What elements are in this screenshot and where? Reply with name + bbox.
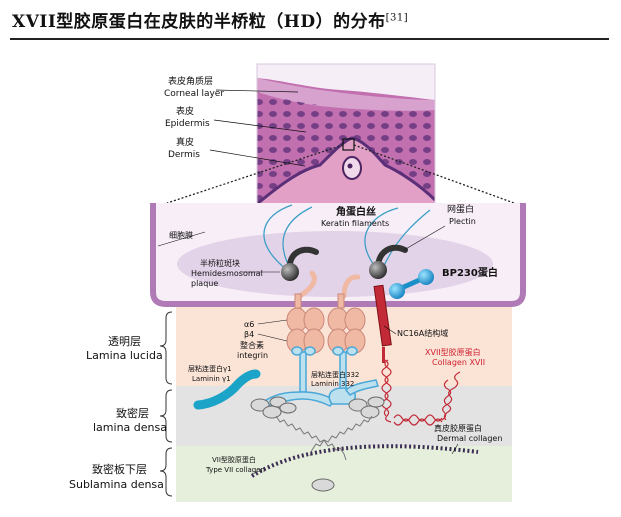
- laminin332-label-en: Laminin 332: [311, 380, 354, 388]
- epidermis-leader: [213, 119, 307, 133]
- dermis-label-zh: 真皮: [176, 136, 194, 148]
- densa-label-zh: 致密层: [116, 406, 149, 420]
- histology-labels: 表皮角质层 Corneal layer 表皮 Epidermis 真皮 Derm…: [164, 75, 307, 167]
- integrin-left: [286, 293, 325, 354]
- nc16a-leader: [383, 325, 397, 335]
- laminin-gamma1: [193, 369, 261, 410]
- col7-label-en: Type VII collagen: [205, 466, 265, 474]
- cell-labels: 细胞膜 角蛋白丝 Keratin filaments 网蛋白 Plectin 半…: [157, 203, 498, 288]
- bp230-label: BP230蛋白: [442, 266, 498, 279]
- layer-labels: 透明层 Lamina lucida 致密层 lamina densa 致密板下层…: [69, 335, 167, 491]
- dermis-label-en: Dermis: [168, 150, 200, 160]
- keratin-filaments: [263, 204, 431, 271]
- plectin-label-zh: 网蛋白: [447, 203, 474, 215]
- citation: [31]: [385, 12, 409, 24]
- type-vii-strands: [275, 415, 373, 461]
- laminin-g1-label-zh: 层粘连蛋白γ1: [188, 364, 232, 373]
- hd-plaque-label-zh: 半桥粒斑块: [200, 258, 240, 268]
- corneal-label-en: Corneal layer: [164, 89, 224, 99]
- plectin-leader: [403, 225, 446, 251]
- zoom-line-right: [353, 144, 515, 204]
- sublamina-label-en: Sublamina densa: [69, 478, 164, 491]
- title-text: XVII型胶原蛋白在皮肤的半桥粒（HD）的分布: [12, 12, 386, 32]
- hd-plaque-label-en-1: Hemidesmosomal: [191, 269, 263, 278]
- integrin-leader-a: [257, 319, 288, 325]
- sublamina-label-zh: 致密板下层: [92, 462, 147, 476]
- magnifier-box-icon: [342, 138, 355, 151]
- corneal-label-zh: 表皮角质层: [168, 75, 213, 87]
- epidermis-label-zh: 表皮: [176, 105, 194, 117]
- collagen-xvii-helix: [381, 359, 461, 426]
- bp230-protein: [389, 269, 434, 299]
- dermal-collagen-label-en: Dermal collagen: [437, 434, 502, 443]
- laminin332-label-zh: 层粘连蛋白332: [311, 370, 359, 379]
- layer-brackets: [159, 311, 173, 497]
- dermal-collagen-leader: [451, 443, 459, 455]
- dermal-collagen-fiber: [250, 444, 479, 478]
- hd-plaque-label-en-2: plaque: [191, 279, 218, 288]
- laminin-g1-label-en: Laminin γ1: [192, 375, 231, 383]
- integrin-label-2: β4: [244, 330, 254, 339]
- title-rule: [10, 38, 609, 40]
- col17-label-zh: XVII型胶原蛋白: [425, 347, 481, 357]
- densa-label-en: lamina densa: [93, 421, 167, 434]
- keratin-label-zh: 角蛋白丝: [336, 205, 376, 218]
- nc16a-label: NC16A结构域: [397, 328, 448, 338]
- collagen-xvii-rod: [373, 284, 392, 363]
- integrin-label-1: α6: [244, 320, 254, 329]
- lucida-label-en: Lamina lucida: [86, 349, 163, 362]
- plectin-label-en: Plectin: [449, 217, 476, 226]
- epidermis-label-en: Epidermis: [165, 119, 210, 129]
- page-title: XVII型胶原蛋白在皮肤的半桥粒（HD）的分布[31]: [12, 7, 408, 32]
- lucida-label-zh: 透明层: [108, 335, 141, 348]
- zoom-line-left: [166, 144, 344, 204]
- type-vii-collagen: [250, 396, 385, 492]
- col7-label-zh: VII型胶原蛋白: [212, 455, 256, 464]
- dermal-collagen-label-zh: 真皮胶原蛋白: [434, 423, 482, 433]
- membrane-leader: [157, 231, 206, 247]
- keratin-label-en: Keratin filaments: [321, 219, 389, 228]
- integrin-label-4: integrin: [237, 351, 268, 360]
- histology-image: [257, 64, 435, 204]
- plectin: [281, 244, 408, 281]
- corneal-leader: [215, 89, 299, 93]
- protein-labels: α6 β4 整合素 integrin NC16A结构域 XVII型胶原蛋白 Co…: [188, 319, 502, 474]
- col17-label-en: Collagen XVII: [432, 358, 485, 367]
- integrin-leader-b: [257, 333, 288, 342]
- integrin-label-3: 整合素: [240, 340, 264, 350]
- laminin-332-right: [328, 346, 379, 405]
- membrane-label: 细胞膜: [169, 230, 193, 240]
- integrin-tails: [297, 270, 361, 299]
- laminin-332-left: [264, 346, 336, 407]
